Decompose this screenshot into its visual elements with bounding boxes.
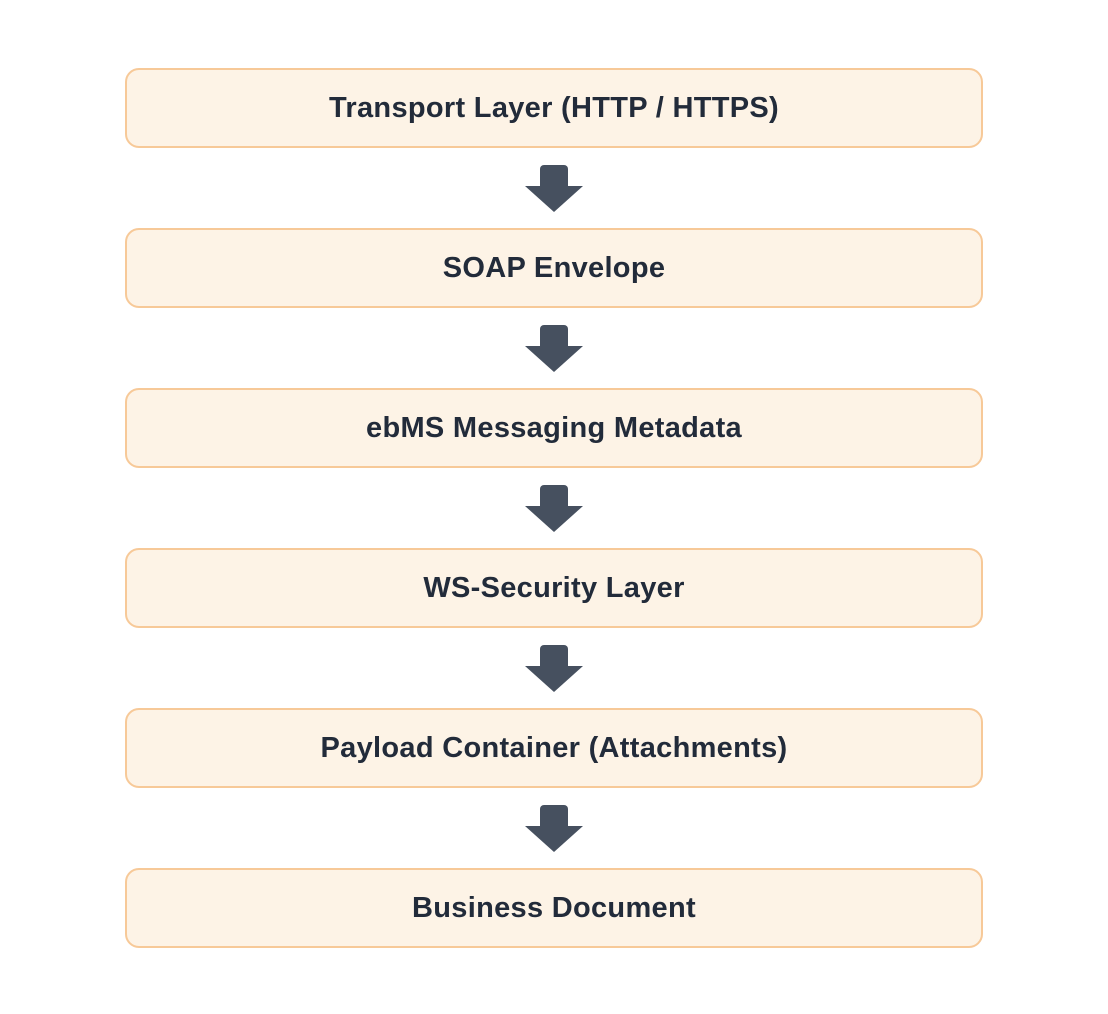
arrow-head bbox=[525, 185, 583, 212]
arrow-head bbox=[525, 665, 583, 692]
layer-label-transport: Transport Layer (HTTP / HTTPS) bbox=[329, 91, 779, 124]
layer-label-soap-envelope: SOAP Envelope bbox=[442, 251, 666, 284]
layer-label-payload-container: Payload Container (Attachments) bbox=[320, 731, 788, 764]
arrow-stem bbox=[540, 644, 568, 666]
flow-arrow-5 bbox=[525, 788, 583, 868]
arrow-stem bbox=[540, 804, 568, 826]
layer-box-ws-security: WS-Security Layer bbox=[125, 548, 983, 628]
arrow-head bbox=[525, 825, 583, 852]
arrow-stem bbox=[540, 164, 568, 186]
arrow-head bbox=[525, 345, 583, 372]
arrow-stem bbox=[540, 324, 568, 346]
arrow-down-icon bbox=[525, 324, 583, 372]
layer-box-business-document: Business Document bbox=[125, 868, 983, 948]
flow-arrow-2 bbox=[525, 308, 583, 388]
flow-arrow-4 bbox=[525, 628, 583, 708]
flow-arrow-1 bbox=[525, 148, 583, 228]
layer-label-ebms-metadata: ebMS Messaging Metadata bbox=[366, 411, 742, 444]
layer-box-ebms-metadata: ebMS Messaging Metadata bbox=[125, 388, 983, 468]
arrow-down-icon bbox=[525, 804, 583, 852]
layer-label-business-document: Business Document bbox=[412, 891, 696, 924]
layer-box-payload-container: Payload Container (Attachments) bbox=[125, 708, 983, 788]
arrow-stem bbox=[540, 484, 568, 506]
arrow-down-icon bbox=[525, 484, 583, 532]
arrow-down-icon bbox=[525, 164, 583, 212]
layer-box-transport: Transport Layer (HTTP / HTTPS) bbox=[125, 68, 983, 148]
flow-arrow-3 bbox=[525, 468, 583, 548]
arrow-down-icon bbox=[525, 644, 583, 692]
layer-box-soap-envelope: SOAP Envelope bbox=[125, 228, 983, 308]
layer-label-ws-security: WS-Security Layer bbox=[423, 571, 685, 604]
arrow-head bbox=[525, 505, 583, 532]
